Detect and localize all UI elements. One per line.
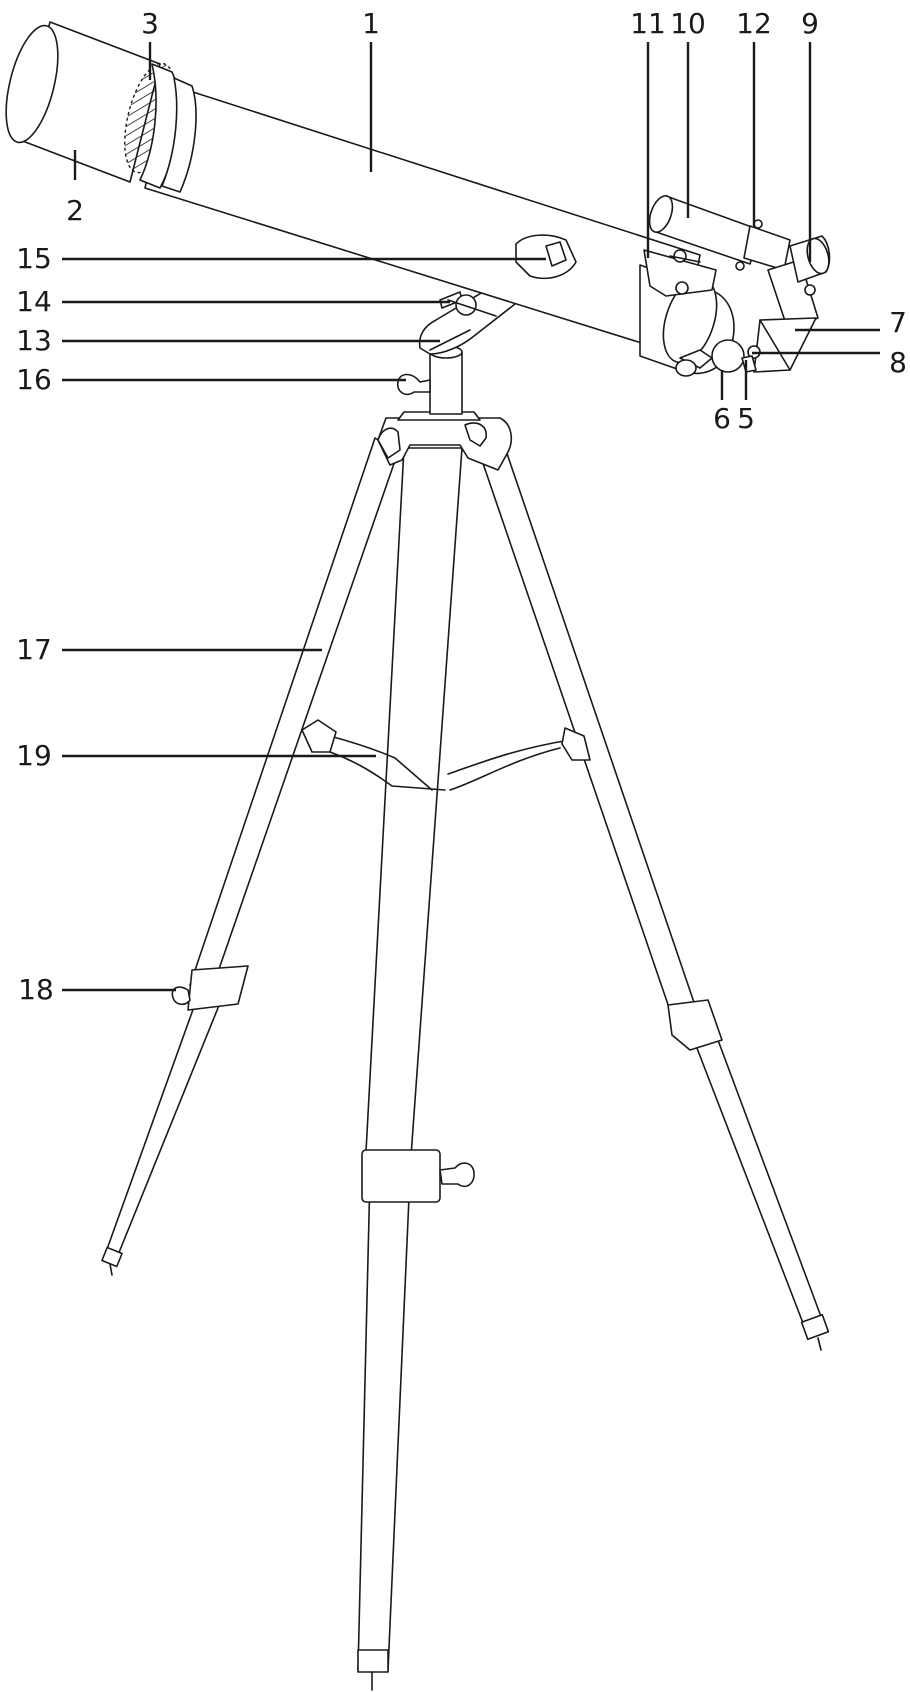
label-9: 9 xyxy=(801,7,819,40)
right-leg-upper xyxy=(474,432,701,1029)
left-leg-lower xyxy=(105,989,223,1256)
left-leg-lock xyxy=(187,965,249,1011)
label-17: 17 xyxy=(16,633,52,666)
label-14: 14 xyxy=(16,285,52,318)
label-16: 16 xyxy=(16,363,52,396)
right-leg-lower xyxy=(689,1023,827,1337)
label-12: 12 xyxy=(736,7,772,40)
tripod xyxy=(101,411,830,1691)
leg-spreader xyxy=(301,719,591,791)
center-leg-lock xyxy=(361,1149,441,1203)
right-leg-lock xyxy=(667,999,723,1051)
finder-bracket xyxy=(643,249,717,297)
label-13: 13 xyxy=(16,324,52,357)
azimuth-lock-knob xyxy=(396,373,431,396)
center-leg-lower xyxy=(357,1174,411,1671)
label-8: 8 xyxy=(889,346,907,379)
label-10: 10 xyxy=(670,7,706,40)
left-leg-upper xyxy=(189,437,399,996)
label-6: 6 xyxy=(713,402,731,435)
label-19: 19 xyxy=(16,739,52,772)
label-2: 2 xyxy=(66,194,84,227)
label-11: 11 xyxy=(630,7,666,40)
label-7: 7 xyxy=(889,306,907,339)
optical-tube xyxy=(5,21,831,377)
tube-clamp xyxy=(515,234,577,280)
mount-pillar xyxy=(429,351,463,415)
callout-labels: 1 2 3 5 6 7 8 9 10 11 12 13 14 15 16 17 … xyxy=(16,7,907,1006)
focus-knob xyxy=(711,339,745,373)
label-18: 18 xyxy=(18,973,54,1006)
main-tube xyxy=(144,83,701,356)
label-5: 5 xyxy=(737,402,755,435)
label-1: 1 xyxy=(362,7,380,40)
label-15: 15 xyxy=(16,242,52,275)
eyepiece-tube xyxy=(767,259,819,331)
center-leg-upper xyxy=(364,447,463,1171)
label-3: 3 xyxy=(141,7,159,40)
leader-lines xyxy=(62,42,880,992)
